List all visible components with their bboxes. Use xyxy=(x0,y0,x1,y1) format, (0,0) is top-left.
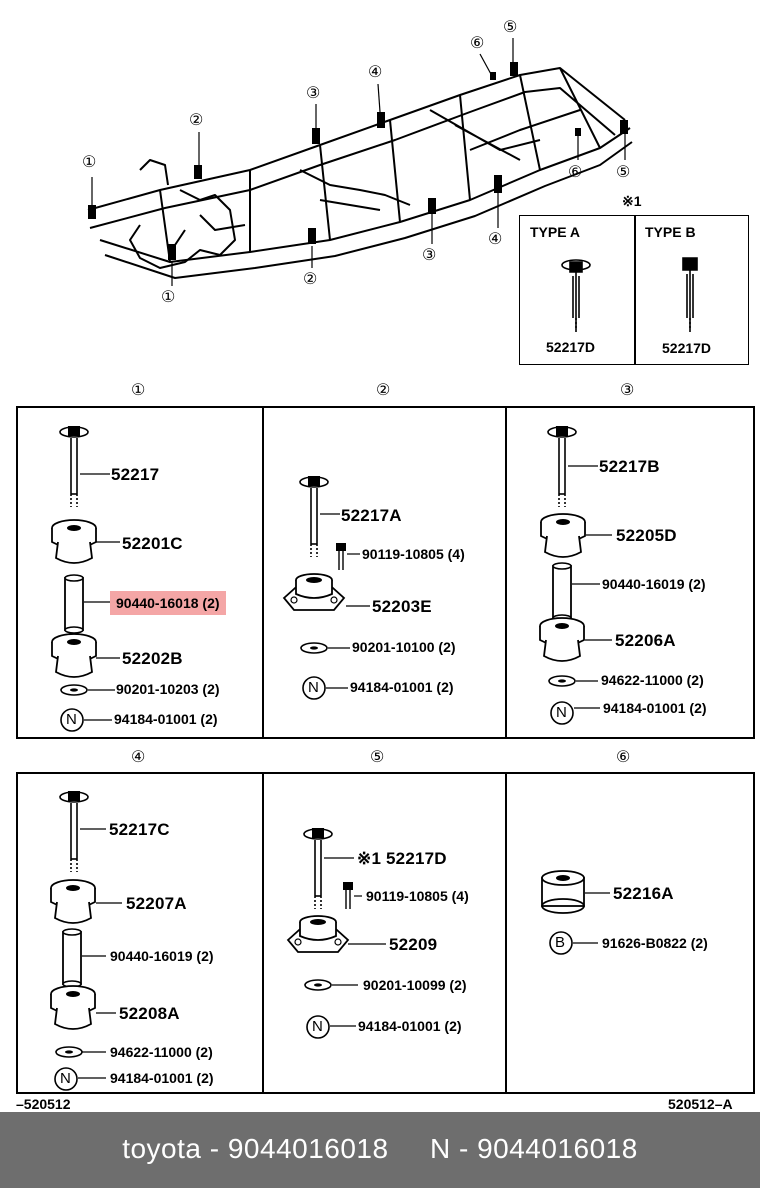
part-label-94184-01001-p1: 94184-01001 (2) xyxy=(114,711,218,727)
panel-1-number: ① xyxy=(131,382,146,399)
type-box-note-mark: ※1 xyxy=(622,193,642,209)
frame-left-rail-lower xyxy=(89,87,616,229)
callout-5-front: ⑤ xyxy=(503,19,518,36)
frame-right-rail-lower xyxy=(104,141,633,279)
mount-4-rear xyxy=(494,175,502,193)
part-label-52202B: 52202B xyxy=(122,649,183,668)
mount-1-front xyxy=(88,205,96,219)
mount-5-rear xyxy=(620,120,628,134)
part-label-52203E: 52203E xyxy=(372,597,432,616)
part-label-52205D: 52205D xyxy=(616,526,677,545)
part-label-90119-10805-p2: 90119-10805 (4) xyxy=(362,546,465,562)
part-label-90201-10203: 90201-10203 (2) xyxy=(116,681,220,697)
part-label-52217C: 52217C xyxy=(109,820,170,839)
panel-divider-2-3 xyxy=(505,406,507,739)
type-a-label: TYPE A xyxy=(530,224,581,240)
callout-3-front: ③ xyxy=(306,85,321,102)
panel-2-number: ② xyxy=(376,382,391,399)
part-label-52207A: 52207A xyxy=(126,894,187,913)
part-label-90119-10805-p5: 90119-10805 (4) xyxy=(366,888,469,904)
callout-3-rear: ③ xyxy=(422,247,437,264)
frame-crossmember-2 xyxy=(319,119,401,241)
part-label-94622-11000-p3: 94622-11000 (2) xyxy=(601,672,704,688)
panel-1-nut-letter: N xyxy=(66,711,77,728)
panel-2-nut-letter: N xyxy=(308,679,319,696)
frame-diagram xyxy=(87,38,633,286)
panel-6-bolt-letter: B xyxy=(555,934,566,951)
frame-front-suspension xyxy=(129,159,246,269)
panel-5-nut-letter: N xyxy=(312,1018,323,1035)
callout-2-front: ② xyxy=(189,112,204,129)
callout-4-front: ④ xyxy=(368,64,383,81)
part-label-52206A: 52206A xyxy=(615,631,676,650)
mount-1-rear xyxy=(168,244,176,260)
panel-4-nut-letter: N xyxy=(60,1070,71,1087)
part-label-52201C: 52201C xyxy=(122,534,183,553)
part-label-90201-10099: 90201-10099 (2) xyxy=(363,977,467,993)
panel-4-number: ④ xyxy=(131,749,146,766)
part-label-94622-11000-p4: 94622-11000 (2) xyxy=(110,1044,213,1060)
type-b-label: TYPE B xyxy=(645,224,696,240)
part-label-52217: 52217 xyxy=(111,465,160,484)
frame-mid-member xyxy=(299,169,411,211)
callout-1-front: ① xyxy=(82,154,97,171)
part-label-94184-01001-p2: 94184-01001 (2) xyxy=(350,679,454,695)
callout-6-rear: ⑥ xyxy=(568,164,583,181)
panel-bottom-row xyxy=(16,772,755,1094)
panel-divider-5-6 xyxy=(505,772,507,1094)
callout-6-front: ⑥ xyxy=(470,35,485,52)
part-label-52217D-p5: ※1 52217D xyxy=(357,849,447,868)
panel-3-nut-letter: N xyxy=(556,704,567,721)
mount-5-front xyxy=(510,62,518,76)
footer-part-numbers: toyota - 9044016018 N - 9044016018 xyxy=(122,1133,638,1164)
catalog-code-right: 520512–A xyxy=(668,1096,733,1112)
panel-3-number: ③ xyxy=(620,382,635,399)
part-label-90440-16019-p3: 90440-16019 (2) xyxy=(602,576,706,592)
frame-crossmember-4 xyxy=(469,67,601,151)
mount-2-rear xyxy=(308,228,316,244)
part-label-94184-01001-p3: 94184-01001 (2) xyxy=(603,700,707,716)
panel-6-number: ⑥ xyxy=(616,749,631,766)
part-label-52217A: 52217A xyxy=(341,506,402,525)
part-label-94184-01001-p5: 94184-01001 (2) xyxy=(358,1018,462,1034)
part-label-52209: 52209 xyxy=(389,935,438,954)
mount-3-front xyxy=(312,128,320,144)
part-label-52217B: 52217B xyxy=(599,457,660,476)
part-label-91626-B0822: 91626-B0822 (2) xyxy=(602,935,708,951)
part-label-90440-16018-highlighted: 90440-16018 (2) xyxy=(110,591,226,615)
catalog-code-left: –520512 xyxy=(16,1096,71,1112)
part-label-90201-10100: 90201-10100 (2) xyxy=(352,639,456,655)
panel-5-number: ⑤ xyxy=(370,749,385,766)
part-label-52208A: 52208A xyxy=(119,1004,180,1023)
mount-3-rear xyxy=(428,198,436,214)
type-a-part-number: 52217D xyxy=(546,339,596,355)
mount-2-front xyxy=(194,165,202,179)
mount-6-rear xyxy=(575,128,581,136)
type-b-part-number: 52217D xyxy=(662,340,712,356)
callout-4-rear: ④ xyxy=(488,231,503,248)
panel-top-row xyxy=(16,406,755,739)
footer-bar xyxy=(0,1112,760,1188)
mount-4-front xyxy=(377,112,385,128)
type-box-divider xyxy=(634,215,636,365)
part-label-90440-16019-p4: 90440-16019 (2) xyxy=(110,948,214,964)
callout-2-rear: ② xyxy=(303,271,318,288)
frame-crossmember-3 xyxy=(459,74,541,201)
part-label-52216A: 52216A xyxy=(613,884,674,903)
panel-divider-4-5 xyxy=(262,772,264,1094)
callout-1-rear: ① xyxy=(161,289,176,306)
panel-divider-1-2 xyxy=(262,406,264,739)
part-label-94184-01001-p4: 94184-01001 (2) xyxy=(110,1070,214,1086)
callout-5-rear: ⑤ xyxy=(616,164,631,181)
frame-crossmember-5 xyxy=(429,109,541,161)
mount-6-front xyxy=(490,72,496,80)
